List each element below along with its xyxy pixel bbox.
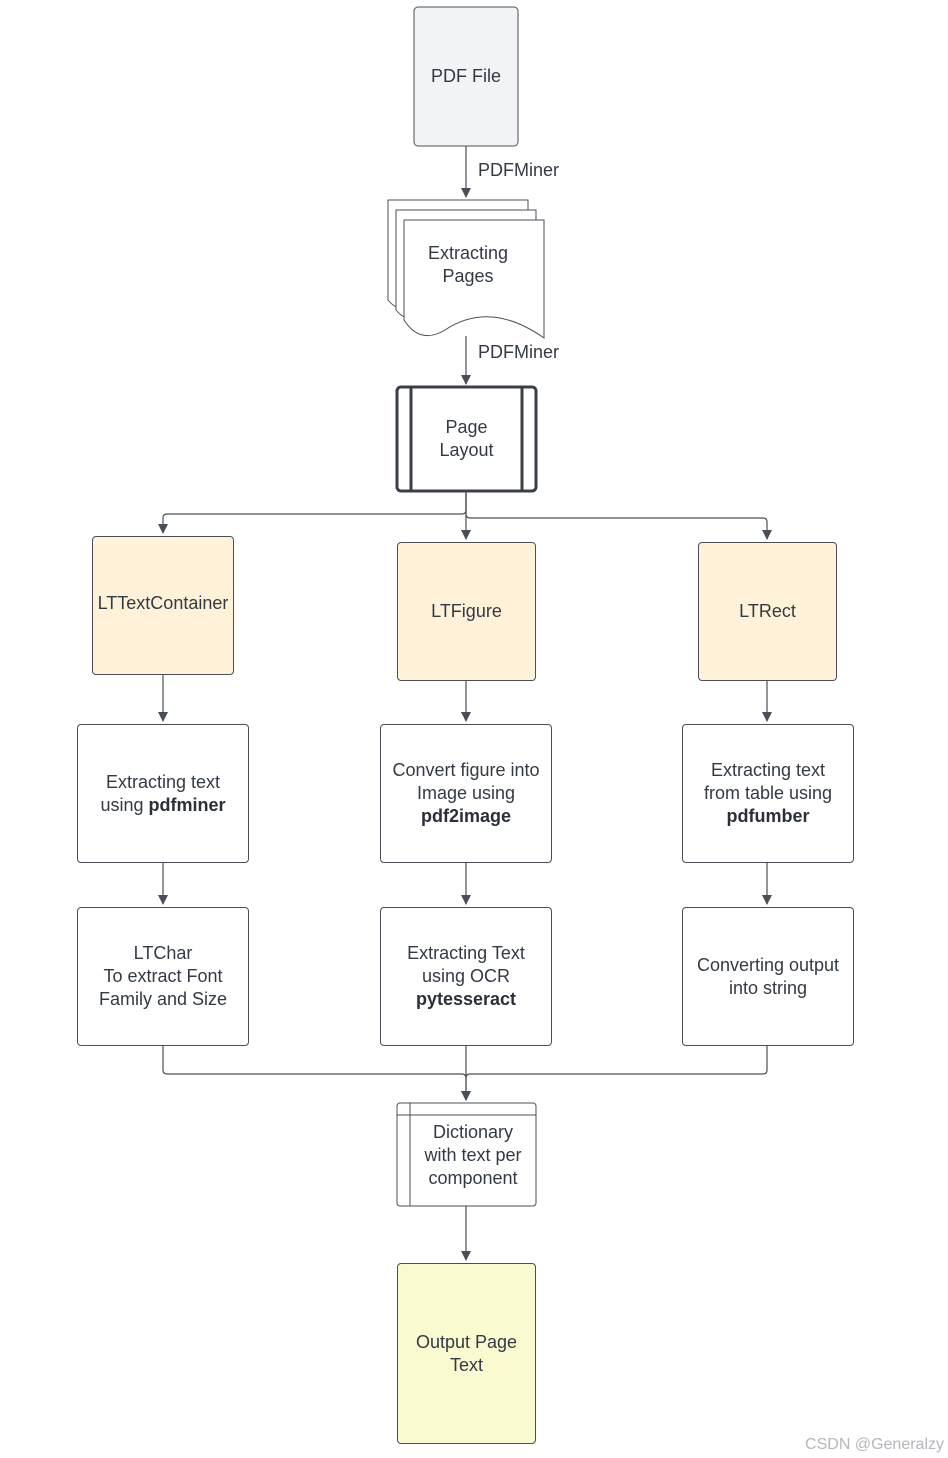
ocr-tool: pytesseract: [415, 989, 517, 1009]
watermark: CSDN @Generalzy: [805, 1436, 944, 1453]
edge-label-pdfminer-1: PDFMiner: [476, 160, 562, 181]
convert-figure-tool: pdf2image: [420, 806, 511, 826]
page-layout-line1: Page: [445, 417, 488, 437]
convert-output-line2: into string: [728, 977, 808, 998]
node-pdf-file-label: PDF File: [430, 66, 501, 86]
extract-text-line2: using: [100, 794, 149, 815]
edge-label-pdfminer-2: PDFMiner: [476, 342, 562, 363]
node-dictionary: Dictionary with text per component: [410, 1115, 536, 1206]
node-page-layout: Page Layout: [411, 387, 522, 491]
convert-figure-line1: Convert figure into: [392, 760, 540, 780]
node-extract-table: Extracting text from table using pdfumbe…: [682, 724, 854, 863]
edge-layout-to-rect: [465, 491, 772, 540]
node-lt-figure: LTFigure: [397, 542, 536, 681]
node-extract-text-pdfminer: Extracting text using pdfminer: [77, 724, 249, 863]
node-extracting-pages: Extracting Pages: [404, 230, 532, 300]
output-page-text-line2: Text: [449, 1354, 483, 1375]
node-ltchar: LTChar To extract Font Family and Size: [77, 907, 249, 1046]
extracting-pages-shape: [387, 199, 545, 339]
node-output-page-text: Output Page Text: [397, 1263, 536, 1444]
node-pdf-file: PDF File: [414, 7, 518, 146]
page-layout-line2: Layout: [439, 440, 494, 460]
extract-table-line1: Extracting text: [710, 760, 826, 780]
lt-figure-label: LTFigure: [431, 601, 502, 621]
ocr-line1: Extracting Text: [407, 943, 525, 963]
dictionary-line2: with text per: [424, 1145, 522, 1165]
extracting-pages-line2: Pages: [442, 266, 494, 286]
ltchar-line2: To extract Font: [103, 966, 223, 986]
extract-text-line1: Extracting text: [105, 771, 221, 792]
lt-text-container-label: LTTextContainer: [97, 593, 229, 613]
extract-table-tool: pdfumber: [726, 806, 810, 826]
extract-text-tool: pdfminer: [148, 794, 226, 815]
convert-output-line1: Converting output: [696, 954, 840, 975]
edge-layout-to-textcontainer: [158, 491, 467, 534]
node-convert-figure: Convert figure into Image using pdf2imag…: [380, 724, 552, 863]
dictionary-line3: component: [428, 1168, 518, 1188]
extract-table-line2: from table using: [703, 783, 833, 803]
dictionary-line1: Dictionary: [432, 1122, 513, 1142]
lt-rect-label: LTRect: [739, 601, 796, 621]
node-lt-text-container: LTTextContainer: [92, 536, 234, 675]
ocr-line2: using OCR: [421, 966, 510, 986]
ltchar-line3: Family and Size: [98, 989, 228, 1009]
ltchar-line1: LTChar: [133, 943, 193, 963]
node-lt-rect: LTRect: [698, 542, 837, 681]
extracting-pages-line1: Extracting: [427, 243, 509, 263]
node-convert-output: Converting output into string: [682, 907, 854, 1046]
edge-string-to-dictionary: [465, 1046, 768, 1079]
convert-figure-line2: Image using: [416, 783, 516, 803]
edge-ltchar-to-dictionary: [162, 1046, 471, 1101]
node-ocr: Extracting Text using OCR pytesseract: [380, 907, 552, 1046]
output-page-text-line1: Output Page: [415, 1331, 518, 1352]
